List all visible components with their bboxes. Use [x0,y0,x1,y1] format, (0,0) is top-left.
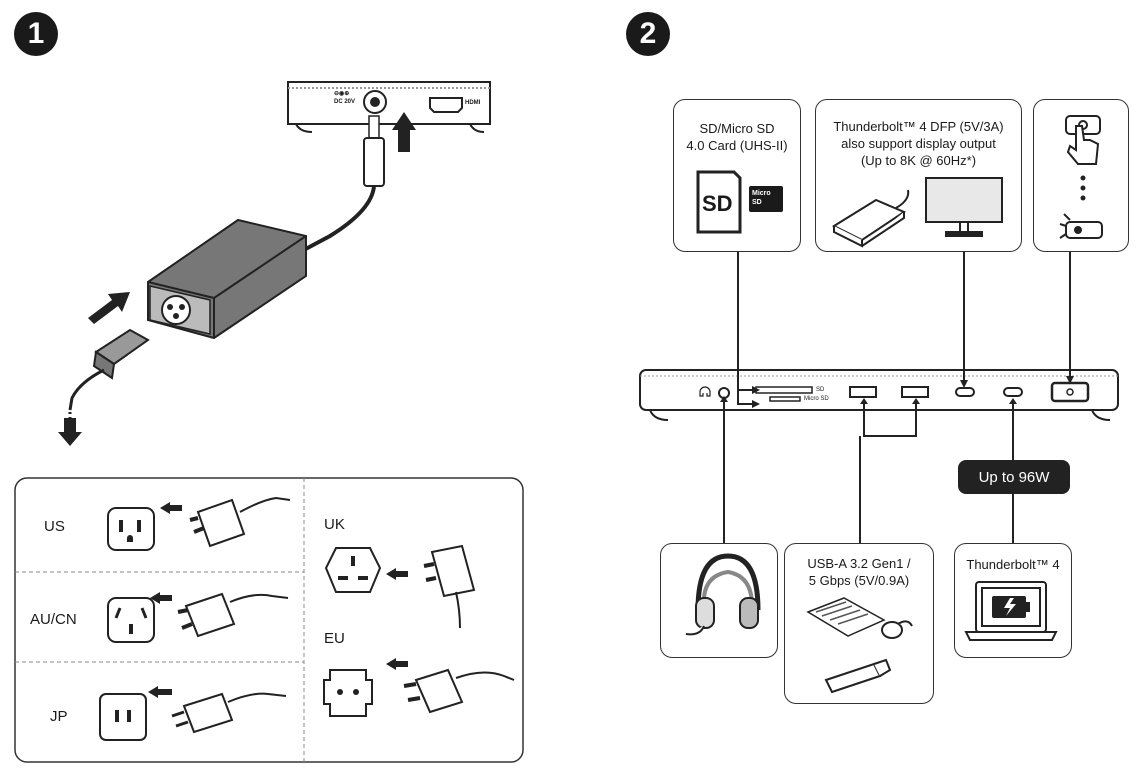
au-outlet-icon [107,597,155,643]
uk-outlet-icon [324,547,382,593]
step-2-number: 2 [639,17,657,50]
micro-sd-slot-port [769,396,801,402]
tb-dfp-line-2: also support display output [841,136,996,151]
connector-lines [723,252,1071,543]
step-2-badge: 2 [626,12,670,56]
usb-a-panel-title: USB-A 3.2 Gen1 / 5 Gbps (5V/0.9A) [786,555,932,589]
power-delivery-badge: Up to 96W [958,460,1070,494]
usb-a-port-2 [901,386,929,398]
headphones-icon [685,553,761,636]
dc-port-label: DC 20V [334,99,356,105]
micro-sd-card-icon [749,186,783,212]
uk-plug-icon [423,544,476,629]
ac-plug-icon [68,328,150,428]
dc-polarity-label: ⊖◉⊕ [334,91,350,97]
plug-label-au-cn: AU/CN [30,611,77,628]
power-adapter-brick [147,218,307,340]
arrow-icon [386,568,408,580]
dc-cable [299,185,376,254]
jp-plug-icon [171,692,287,734]
sd-slot-port [755,386,813,394]
hard-drive-icon [831,189,910,248]
step-1-badge: 1 [14,12,58,56]
arrow-icon [88,292,130,324]
us-plug-icon [189,496,291,548]
arrow-icon [386,658,408,670]
usb-a-line-2: 5 Gbps (5V/0.9A) [808,573,910,588]
keyboard-icon [806,597,886,637]
usb-a-port-1 [849,386,877,398]
power-button-lit-icon [1059,213,1103,239]
eu-outlet-icon [323,669,373,717]
arrow-icon [148,686,172,698]
plug-label-uk: UK [324,516,345,533]
usb-a-line-1: USB-A 3.2 Gen1 / [807,556,911,571]
arrow-icon [392,112,416,152]
monitor-icon [925,177,1003,237]
headphones-icon [699,386,711,397]
sd-panel-title-line-2: 4.0 Card (UHS-II) [686,138,788,153]
step-1-number: 1 [27,17,45,50]
connector-arrowheads [720,376,1074,408]
sd-card-icon [696,170,742,234]
hdmi-port-label: HDMI [465,100,481,106]
laptop-charging-icon [964,581,1058,641]
us-outlet-icon [107,507,155,551]
micro-sd-port-label: Micro SD [804,396,829,402]
hand-press-icon [1066,125,1100,165]
arrow-icon [160,502,182,514]
mouse-icon [881,620,913,639]
tb-dfp-line-1: Thunderbolt™ 4 DFP (5V/3A) [833,119,1004,134]
sd-port-label: SD [816,387,825,393]
dock-rear-view [287,81,491,133]
jp-outlet-icon [99,693,147,741]
usb-stick-icon [824,658,892,694]
dock-front-view [639,369,1119,421]
thunderbolt-host-port [1003,387,1023,397]
thunderbolt-dfp-port [955,387,975,397]
sd-panel-title: SD/Micro SD 4.0 Card (UHS-II) [676,120,798,154]
arrow-icon [58,418,82,446]
hdmi-port-icon [429,97,463,113]
eu-plug-icon [403,668,515,714]
micro-sd-logo-line-2: SD [752,199,762,206]
plug-label-jp: JP [50,708,68,725]
au-plug-icon [177,592,289,638]
plug-label-us: US [44,518,65,535]
plug-label-eu: EU [324,630,345,647]
sd-logo-text: SD [702,191,733,216]
power-button-front [1050,381,1090,403]
tb-dfp-panel-title: Thunderbolt™ 4 DFP (5V/3A) also support … [818,118,1019,169]
sd-panel-title-line-1: SD/Micro SD [699,121,775,136]
tb-dfp-line-3: (Up to 8K @ 60Hz*) [860,153,977,168]
tb-host-panel-title: Thunderbolt™ 4 [966,557,1060,572]
arrow-icon [150,592,172,604]
micro-sd-logo-line-1: Micro [752,190,771,197]
